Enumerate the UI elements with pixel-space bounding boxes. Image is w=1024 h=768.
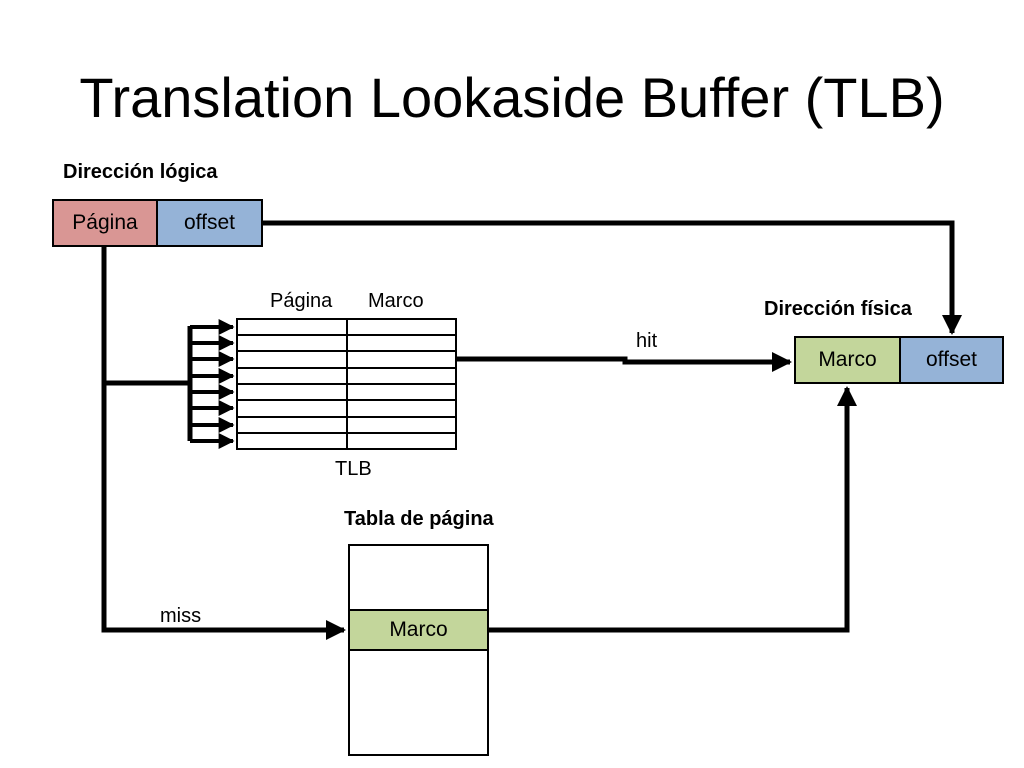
physical-address-heading: Dirección física bbox=[764, 298, 912, 320]
miss-label: miss bbox=[160, 605, 202, 627]
tlb-caption: TLB bbox=[335, 458, 372, 480]
miss-connector bbox=[101, 247, 346, 640]
page-title: Translation Lookaside Buffer (TLB) bbox=[79, 66, 945, 129]
page-table-frame-row bbox=[348, 609, 489, 651]
logical-offset-box: offset bbox=[156, 199, 263, 247]
tlb-column-page: Página bbox=[270, 290, 333, 312]
offset-connector bbox=[263, 220, 962, 335]
tlb-column-frame: Marco bbox=[368, 290, 424, 312]
tlb-table bbox=[236, 318, 457, 450]
physical-offset-box: offset bbox=[899, 336, 1004, 384]
physical-frame-box: Marco bbox=[794, 336, 901, 384]
page-table-heading: Tabla de página bbox=[344, 508, 494, 530]
hit-connector bbox=[456, 352, 792, 372]
page-table-frame-label: Marco bbox=[389, 618, 448, 641]
page-table-to-frame-connector bbox=[488, 386, 857, 633]
logical-page-box: Página bbox=[52, 199, 158, 247]
hit-label: hit bbox=[636, 330, 658, 352]
tlb-comb-arrows bbox=[190, 319, 235, 449]
logical-address-heading: Dirección lógica bbox=[63, 161, 218, 183]
